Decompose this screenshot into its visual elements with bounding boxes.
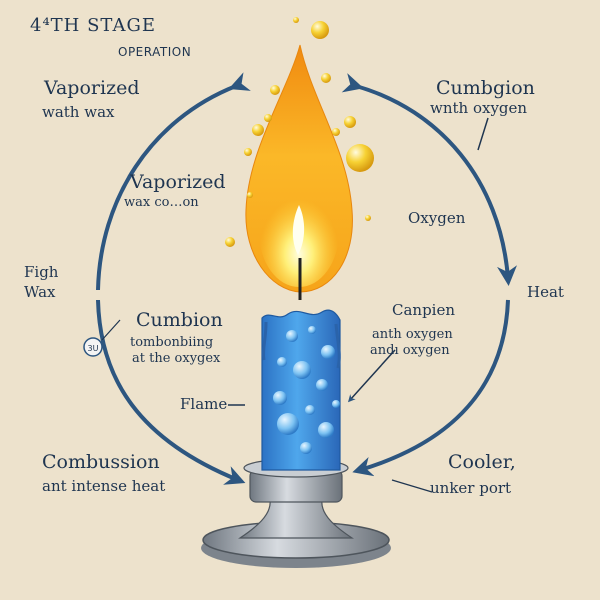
cycle-arrow-top-right <box>341 73 517 286</box>
label-canpien-sub2: andı oxygen <box>370 343 450 358</box>
label-cumbion: Cumbion <box>136 309 223 331</box>
label-cooler-sub: unker port <box>430 479 512 497</box>
leader-line-cooler <box>391 479 433 493</box>
leader-line-canpien <box>347 349 396 403</box>
label-vaporized-top-sub: wath wax <box>42 103 115 121</box>
label-wax: Wax <box>24 283 56 301</box>
blue-candle <box>261 309 341 471</box>
label-combussion-sub: ant intense heat <box>42 477 166 495</box>
label-heat: Heat <box>527 283 564 301</box>
label-figh: Figh <box>24 263 59 281</box>
label-vaporized-mid: Vaporized <box>130 171 226 193</box>
label-canpien-sub1: anth oxygen <box>372 327 453 342</box>
leader-line-cumbgion <box>477 117 489 151</box>
small-badge: 3U <box>83 337 103 357</box>
cycle-arrow-top-left <box>96 72 251 291</box>
label-cumbgion-sub: wnth oxygen <box>430 99 528 117</box>
svg-text:3U: 3U <box>88 344 99 353</box>
candle-flame <box>245 44 353 300</box>
label-flame: Flame <box>180 395 228 413</box>
leader-line-cumbion <box>101 319 121 341</box>
label-cooler: Cooler, <box>448 451 516 473</box>
label-cumbion-sub2: at the oxygex <box>132 351 221 366</box>
candle-holder <box>201 458 391 568</box>
label-oxygen: Oxygen <box>408 209 466 227</box>
cycle-arrow-right <box>352 299 510 477</box>
label-vaporized-mid-sub: wax co…on <box>124 195 199 210</box>
stage-subtitle: OPERATION <box>118 45 192 59</box>
label-cumbion-sub1: tombonbiing <box>130 335 214 350</box>
rising-bubbles <box>225 17 374 247</box>
label-vaporized-top: Vaporized <box>44 77 140 99</box>
stage-title: 4⁴TH STAGE <box>30 15 156 36</box>
cycle-arrow-left <box>96 299 246 485</box>
label-cumbgion: Cumbgion <box>436 77 535 99</box>
label-canpien: Canpien <box>392 301 456 319</box>
label-combussion: Combussion <box>42 451 160 473</box>
